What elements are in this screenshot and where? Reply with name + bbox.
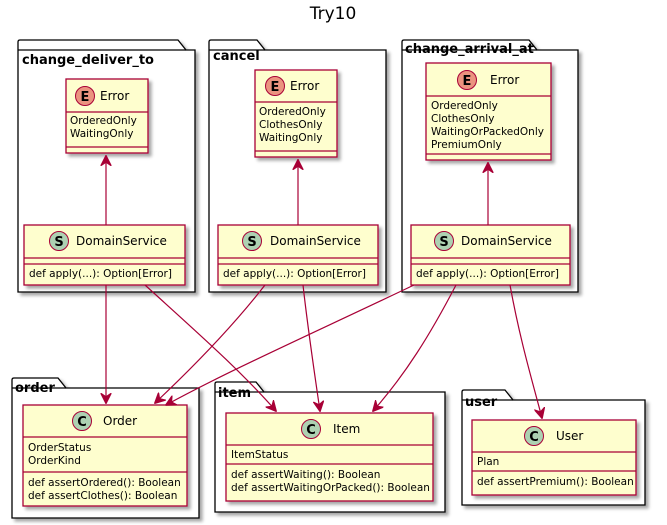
svg-text:Plan: Plan — [477, 456, 499, 468]
class-badge-icon — [301, 419, 321, 439]
service-method: def apply(...): Option[Error] — [29, 268, 172, 280]
svg-text:E: E — [463, 74, 472, 89]
error-enum-change-arrival-at: E Error OrderedOnly ClothesOnly WaitingO… — [425, 62, 552, 161]
error-enum-cancel: E Error OrderedOnly ClothesOnly WaitingO… — [254, 69, 338, 158]
class-name: Order — [103, 414, 137, 428]
svg-text:E: E — [81, 90, 90, 105]
svg-text:C: C — [529, 430, 539, 445]
svg-text:WaitingOrPackedOnly: WaitingOrPackedOnly — [431, 126, 544, 138]
package-label: user — [465, 395, 498, 410]
svg-text:def assertClothes(): Boolean: def assertClothes(): Boolean — [28, 490, 177, 502]
svg-text:ClothesOnly: ClothesOnly — [431, 113, 494, 125]
service-method: def apply(...): Option[Error] — [223, 268, 366, 280]
arrow-arrival-to-item — [373, 284, 457, 411]
enum-badge-icon — [75, 86, 95, 106]
package-label: change_deliver_to — [22, 53, 154, 68]
svg-text:S: S — [247, 235, 256, 250]
svg-text:C: C — [77, 415, 87, 430]
class-badge-icon — [72, 411, 92, 431]
svg-text:def assertPremium(): Boolean: def assertPremium(): Boolean — [477, 476, 634, 488]
domain-service-change-deliver-to: S DomainService def apply(...): Option[E… — [23, 224, 186, 286]
arrow-cancel-to-item — [302, 284, 320, 411]
enum-name: Error — [290, 79, 319, 93]
arrow-arrival-to-user — [509, 284, 542, 418]
svg-text:ItemStatus: ItemStatus — [231, 449, 288, 461]
class-name: User — [556, 429, 583, 443]
svg-text:OrderKind: OrderKind — [28, 455, 81, 467]
class-name: Item — [333, 422, 360, 436]
svg-text:def assertWaiting(): Boolean: def assertWaiting(): Boolean — [231, 469, 380, 481]
svg-text:OrderedOnly: OrderedOnly — [70, 115, 137, 127]
svg-text:S: S — [439, 235, 448, 250]
svg-text:OrderedOnly: OrderedOnly — [259, 106, 326, 118]
enum-badge-icon — [265, 76, 285, 96]
arrow-arrival-to-order — [166, 284, 415, 405]
item-class: C Item ItemStatus def assertWaiting(): B… — [225, 412, 434, 502]
svg-text:S: S — [54, 235, 63, 250]
user-class: C User Plan def assertPremium(): Boolean — [471, 419, 637, 496]
package-label: item — [218, 386, 251, 401]
package-label: cancel — [213, 49, 260, 64]
package-label: change_arrival_at — [405, 42, 534, 57]
svg-text:ClothesOnly: ClothesOnly — [259, 119, 322, 131]
svg-text:OrderedOnly: OrderedOnly — [431, 100, 498, 112]
dependency-arrows — [106, 156, 542, 418]
svg-text:C: C — [306, 423, 316, 438]
domain-service-change-arrival-at: S DomainService def apply(...): Option[E… — [410, 224, 571, 286]
domain-service-cancel: S DomainService def apply(...): Option[E… — [217, 224, 379, 286]
enum-name: Error — [100, 89, 129, 103]
svg-text:WaitingOnly: WaitingOnly — [259, 132, 322, 144]
svg-text:PremiumOnly: PremiumOnly — [431, 139, 502, 151]
arrow-deliver-to-item — [144, 284, 276, 411]
svg-text:OrderStatus: OrderStatus — [28, 442, 91, 454]
service-name: DomainService — [270, 234, 361, 248]
service-method: def apply(...): Option[Error] — [416, 268, 559, 280]
svg-text:WaitingOnly: WaitingOnly — [70, 128, 133, 140]
service-badge-icon — [434, 231, 454, 251]
svg-text:E: E — [271, 80, 280, 95]
order-class: C Order OrderStatus OrderKind def assert… — [22, 404, 188, 507]
service-name: DomainService — [461, 234, 552, 248]
enum-badge-icon — [457, 70, 477, 90]
arrow-cancel-to-order — [155, 284, 266, 403]
service-badge-icon — [242, 231, 262, 251]
svg-text:def assertOrdered(): Boolean: def assertOrdered(): Boolean — [28, 477, 181, 489]
class-badge-icon — [524, 426, 544, 446]
diagram-title: Try10 — [309, 4, 357, 24]
service-name: DomainService — [76, 234, 167, 248]
svg-text:def assertWaitingOrPacked(): B: def assertWaitingOrPacked(): Boolean — [231, 482, 430, 494]
service-badge-icon — [49, 231, 69, 251]
enum-name: Error — [490, 73, 519, 87]
error-enum-change-deliver-to: E Error OrderedOnly WaitingOnly — [65, 78, 149, 154]
package-label: order — [15, 381, 55, 396]
